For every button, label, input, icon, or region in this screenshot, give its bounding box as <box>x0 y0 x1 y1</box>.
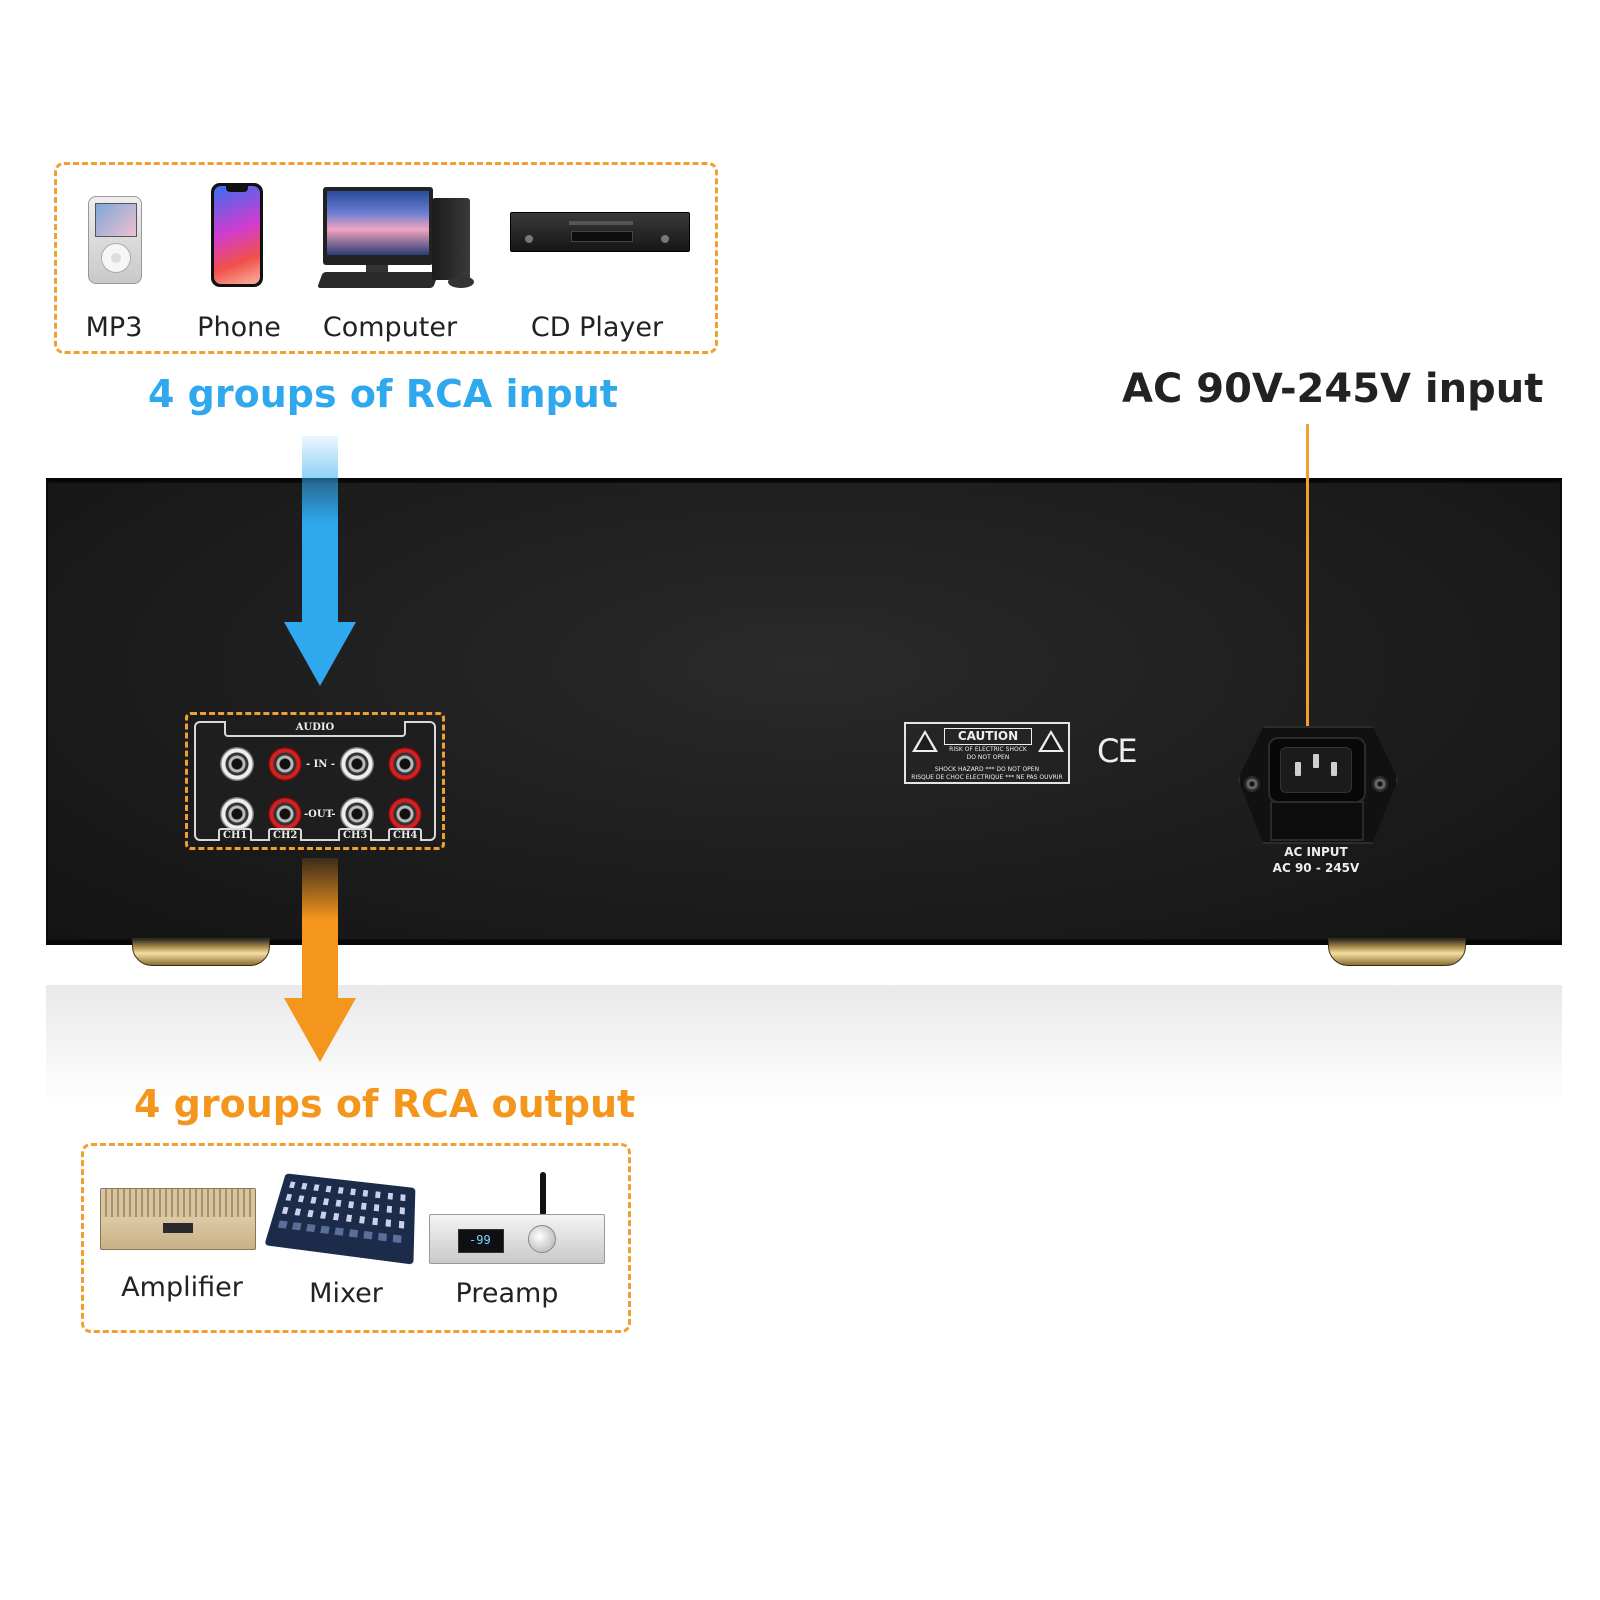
power-leader-line <box>1306 424 1309 776</box>
input-device-label-computer: Computer <box>322 312 458 343</box>
preamp-icon: -99 <box>429 1214 605 1264</box>
channel-label-ch4: CH4 <box>388 828 423 841</box>
input-devices-box <box>54 162 718 354</box>
input-device-label-cd-player: CD Player <box>530 312 664 343</box>
ac-power-socket[interactable] <box>1268 737 1366 803</box>
warning-triangle-icon <box>912 730 938 752</box>
output-device-label-amplifier: Amplifier <box>121 1272 243 1303</box>
rca-audio-panel: AUDIO - IN - -OUT- CH1 CH2 CH3 CH4 <box>185 712 445 850</box>
channel-label-ch1: CH1 <box>218 828 253 841</box>
ce-mark: CE <box>1097 732 1138 770</box>
smartphone-icon <box>211 183 263 287</box>
antenna-icon <box>540 1172 546 1216</box>
caution-line-2: DO NOT OPEN <box>966 754 1010 761</box>
caution-line-4: RISQUE DE CHOC ELECTRIQUE *** NE PAS OUV… <box>911 774 1063 781</box>
in-label: - IN - <box>306 759 336 770</box>
amplifier-icon <box>100 1188 256 1250</box>
output-device-label-preamp: Preamp <box>455 1278 559 1309</box>
power-heading: AC 90V-245V input <box>1122 366 1544 412</box>
screw-icon <box>1372 776 1388 792</box>
output-devices-box <box>81 1143 631 1333</box>
output-heading: 4 groups of RCA output <box>134 1082 636 1126</box>
input-heading: 4 groups of RCA input <box>148 372 618 416</box>
output-arrow-icon <box>284 858 356 1062</box>
cd-player-icon <box>510 212 690 252</box>
input-arrow-icon <box>284 436 356 686</box>
mp3-player-icon <box>88 196 142 284</box>
ac-input-voltage-label: AC 90 - 245V <box>1272 861 1360 875</box>
rca-out-ch1-left-jack[interactable] <box>220 797 254 831</box>
channel-label-ch3: CH3 <box>338 828 373 841</box>
rca-in-ch3-left-jack[interactable] <box>340 747 374 781</box>
output-device-label-mixer: Mixer <box>309 1278 383 1309</box>
ac-input-label: AC INPUT <box>1284 845 1348 859</box>
warning-triangle-icon <box>1038 730 1064 752</box>
left-foot <box>132 938 270 966</box>
rca-plate: AUDIO - IN - -OUT- CH1 CH2 CH3 CH4 <box>194 721 436 841</box>
input-device-label-mp3: MP3 <box>85 312 143 343</box>
caution-line-1: RISK OF ELECTRIC SHOCK <box>949 746 1027 753</box>
rca-out-ch2-right-jack[interactable] <box>268 797 302 831</box>
audio-title: AUDIO <box>224 721 406 737</box>
rca-in-ch2-right-jack[interactable] <box>268 747 302 781</box>
channel-label-ch2: CH2 <box>268 828 303 841</box>
rca-out-ch3-left-jack[interactable] <box>340 797 374 831</box>
rca-in-ch1-left-jack[interactable] <box>220 747 254 781</box>
screw-icon <box>1244 776 1260 792</box>
rca-in-ch4-right-jack[interactable] <box>388 747 422 781</box>
fuse-holder[interactable] <box>1270 801 1364 841</box>
caution-label: CAUTION RISK OF ELECTRIC SHOCK DO NOT OP… <box>904 722 1070 784</box>
out-label: -OUT- <box>304 809 336 820</box>
right-foot <box>1328 938 1466 966</box>
caution-line-3: SHOCK HAZARD *** DO NOT OPEN <box>934 766 1040 773</box>
rca-out-ch4-right-jack[interactable] <box>388 797 422 831</box>
caution-title: CAUTION <box>944 728 1032 745</box>
device-rear-chassis <box>46 478 1562 945</box>
input-device-label-phone: Phone <box>197 312 281 343</box>
